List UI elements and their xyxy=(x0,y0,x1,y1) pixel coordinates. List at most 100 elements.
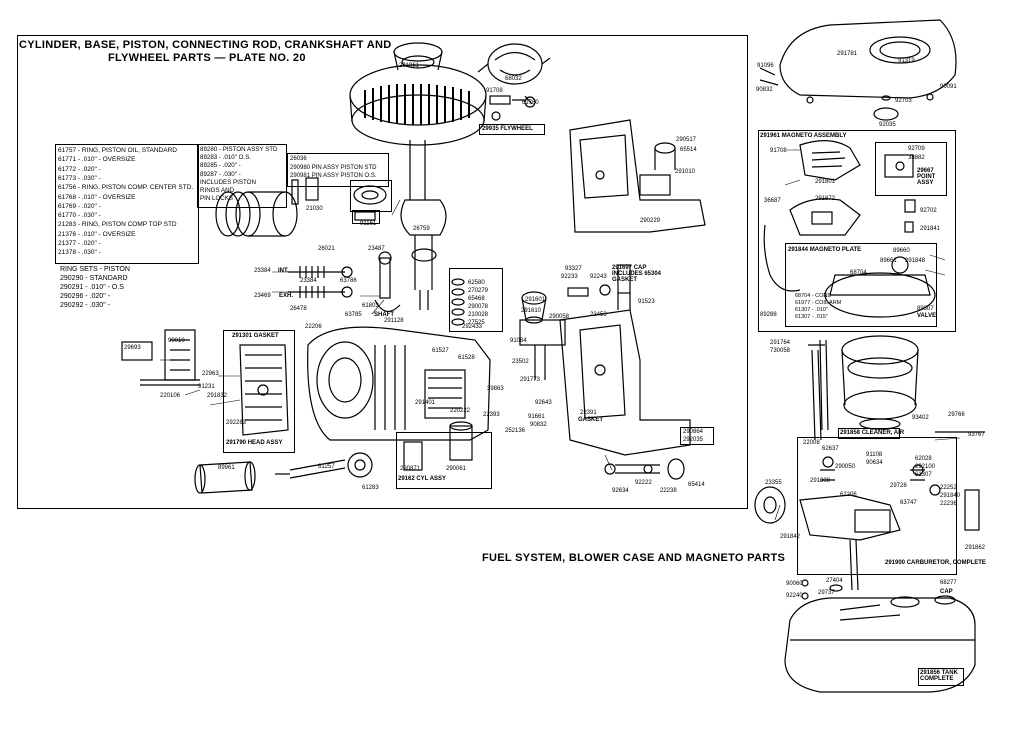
part-number: 26478 xyxy=(290,306,307,312)
legend-line: 61772 - .020" - xyxy=(58,165,101,173)
exh-caption: EXH. xyxy=(279,293,294,299)
part-number: 92035 xyxy=(879,122,896,128)
part-number: 23487 xyxy=(368,246,385,252)
legend-line: 61307 - .010" xyxy=(795,307,828,313)
part-number: 291773 xyxy=(520,377,541,383)
magneto-assembly-box xyxy=(758,130,956,332)
part-number: 92240 xyxy=(786,593,803,599)
part-number: 93327 xyxy=(565,266,582,272)
pin-assy-legend-box xyxy=(287,153,389,187)
part-number: 61803 xyxy=(362,303,379,309)
part-number: 21030 xyxy=(306,206,323,212)
legend-line: 21377 - .020" - xyxy=(58,240,101,247)
part-number: 270279 xyxy=(468,288,489,294)
part-number: 291764 xyxy=(770,340,791,346)
tappet-drawing xyxy=(374,251,401,312)
part-number: 38882 xyxy=(908,155,925,161)
part-number: 27404 xyxy=(826,578,843,584)
part-number: 290050 xyxy=(835,464,856,470)
part-number: 39863 xyxy=(487,386,504,392)
part-number: 26021 xyxy=(318,246,335,252)
part-number: 90832 xyxy=(756,87,773,93)
part-number: 22963 xyxy=(202,371,219,377)
part-number: 290229 xyxy=(640,218,661,224)
head-assy-caption: 291790 HEAD ASSY xyxy=(226,440,283,446)
part-number: 252136 xyxy=(505,428,526,434)
part-number: 291010 xyxy=(675,169,696,175)
part-number: 91096 xyxy=(757,63,774,69)
base-drawing xyxy=(519,309,691,456)
part-number: 23384 xyxy=(300,278,317,284)
cap-caption: CAP xyxy=(940,589,953,595)
washer-stack-drawing xyxy=(451,278,465,326)
part-number: 29728 xyxy=(890,483,907,489)
legend-line: 89283 - .010" O.S. xyxy=(200,154,252,162)
part-number: 36687 xyxy=(764,198,781,204)
part-number: 63786 xyxy=(340,278,357,284)
part-number: 291601 xyxy=(525,297,546,303)
cylinder-block-drawing xyxy=(307,326,491,441)
bearing-drawing xyxy=(353,185,387,221)
part-number: 61307 xyxy=(915,472,932,478)
part-number: 290864 xyxy=(683,429,704,435)
piston-assy-legend-box xyxy=(197,144,287,208)
part-number: 65468 xyxy=(468,296,485,302)
carburetor-drawing xyxy=(754,456,980,591)
air-cleaner-drawing xyxy=(819,335,985,433)
part-number: 291308 xyxy=(810,478,831,484)
part-number: 22391 xyxy=(580,410,597,416)
part-number: 23384 xyxy=(254,268,271,274)
cleaner-caption: 291858 CLEANER, AIR xyxy=(840,430,905,436)
plate-title-line2: FLYWHEEL PARTS — PLATE NO. 20 xyxy=(108,52,306,64)
part-number: 291872 xyxy=(815,196,836,202)
legend-line: 21283 - RING, PISTON COMP TOP STD xyxy=(58,221,177,229)
part-number: 92233 xyxy=(561,274,578,280)
bottom-bolt-drawing xyxy=(604,458,685,480)
legend-line: 61771 - .010" - OVERSIZE xyxy=(58,156,136,164)
coil-drawing xyxy=(477,43,551,85)
head-assy-box xyxy=(223,330,295,453)
part-number: 29693 xyxy=(124,345,141,351)
part-number: 91084 xyxy=(510,338,527,344)
legend-line: 61773 - .030" - xyxy=(58,174,101,182)
part-number: 291781 xyxy=(837,51,858,57)
part-number: 22393 xyxy=(483,412,500,418)
cylinder-assy-box xyxy=(396,432,492,489)
part-number: 291801 xyxy=(815,179,836,185)
part-number: 68032 xyxy=(505,76,522,82)
part-number: 92634 xyxy=(612,488,629,494)
part-number: 62580 xyxy=(468,280,485,286)
part-number: 63747 xyxy=(900,500,917,506)
plate-border xyxy=(17,35,748,509)
part-number: 291841 xyxy=(920,226,941,232)
legend-line: 21378 - .030" - xyxy=(58,249,101,257)
part-number: 291840 xyxy=(940,493,961,499)
part-number: 62206 xyxy=(840,492,857,498)
valves-drawing xyxy=(288,266,353,298)
piston-rings-drawing xyxy=(215,191,298,237)
part-number: 91523 xyxy=(638,299,655,305)
cylinder-head-drawing xyxy=(239,344,289,436)
part-number: 92702 xyxy=(920,208,937,214)
legend-line: 290292 - .030" - xyxy=(60,302,110,309)
part-number: 68704 xyxy=(850,270,867,276)
legend-line: 61977 - COIL ARM xyxy=(795,300,842,306)
part-number: 29737 xyxy=(818,590,835,596)
legend-line: 21376 - .010" - OVERSIZE xyxy=(58,230,136,238)
part-number: 91708 xyxy=(486,88,503,94)
cylinder-assy-caption: 29162 CYL ASSY xyxy=(398,476,447,482)
part-number: 61528 xyxy=(458,355,475,361)
part-number: 290871 xyxy=(400,466,421,472)
part-number: 291401 xyxy=(415,400,436,406)
part-number: 89288 xyxy=(760,312,777,318)
parts-stack-box xyxy=(449,268,503,332)
legend-line: 290981 PIN ASSY PISTON O.S. xyxy=(290,173,377,179)
legend-line: 89287 - .030" - xyxy=(200,170,241,178)
part-number: 22238 xyxy=(660,488,677,494)
tank-caption-box xyxy=(918,668,964,686)
part-number: 62028 xyxy=(915,456,932,462)
part-number: 89307 xyxy=(917,306,934,312)
part-number: 23355 xyxy=(765,480,782,486)
part-number: 92709 xyxy=(908,146,925,152)
cap-gasket-caption: 291697 CAP INCLUDES 65304 GASKET xyxy=(612,265,662,283)
